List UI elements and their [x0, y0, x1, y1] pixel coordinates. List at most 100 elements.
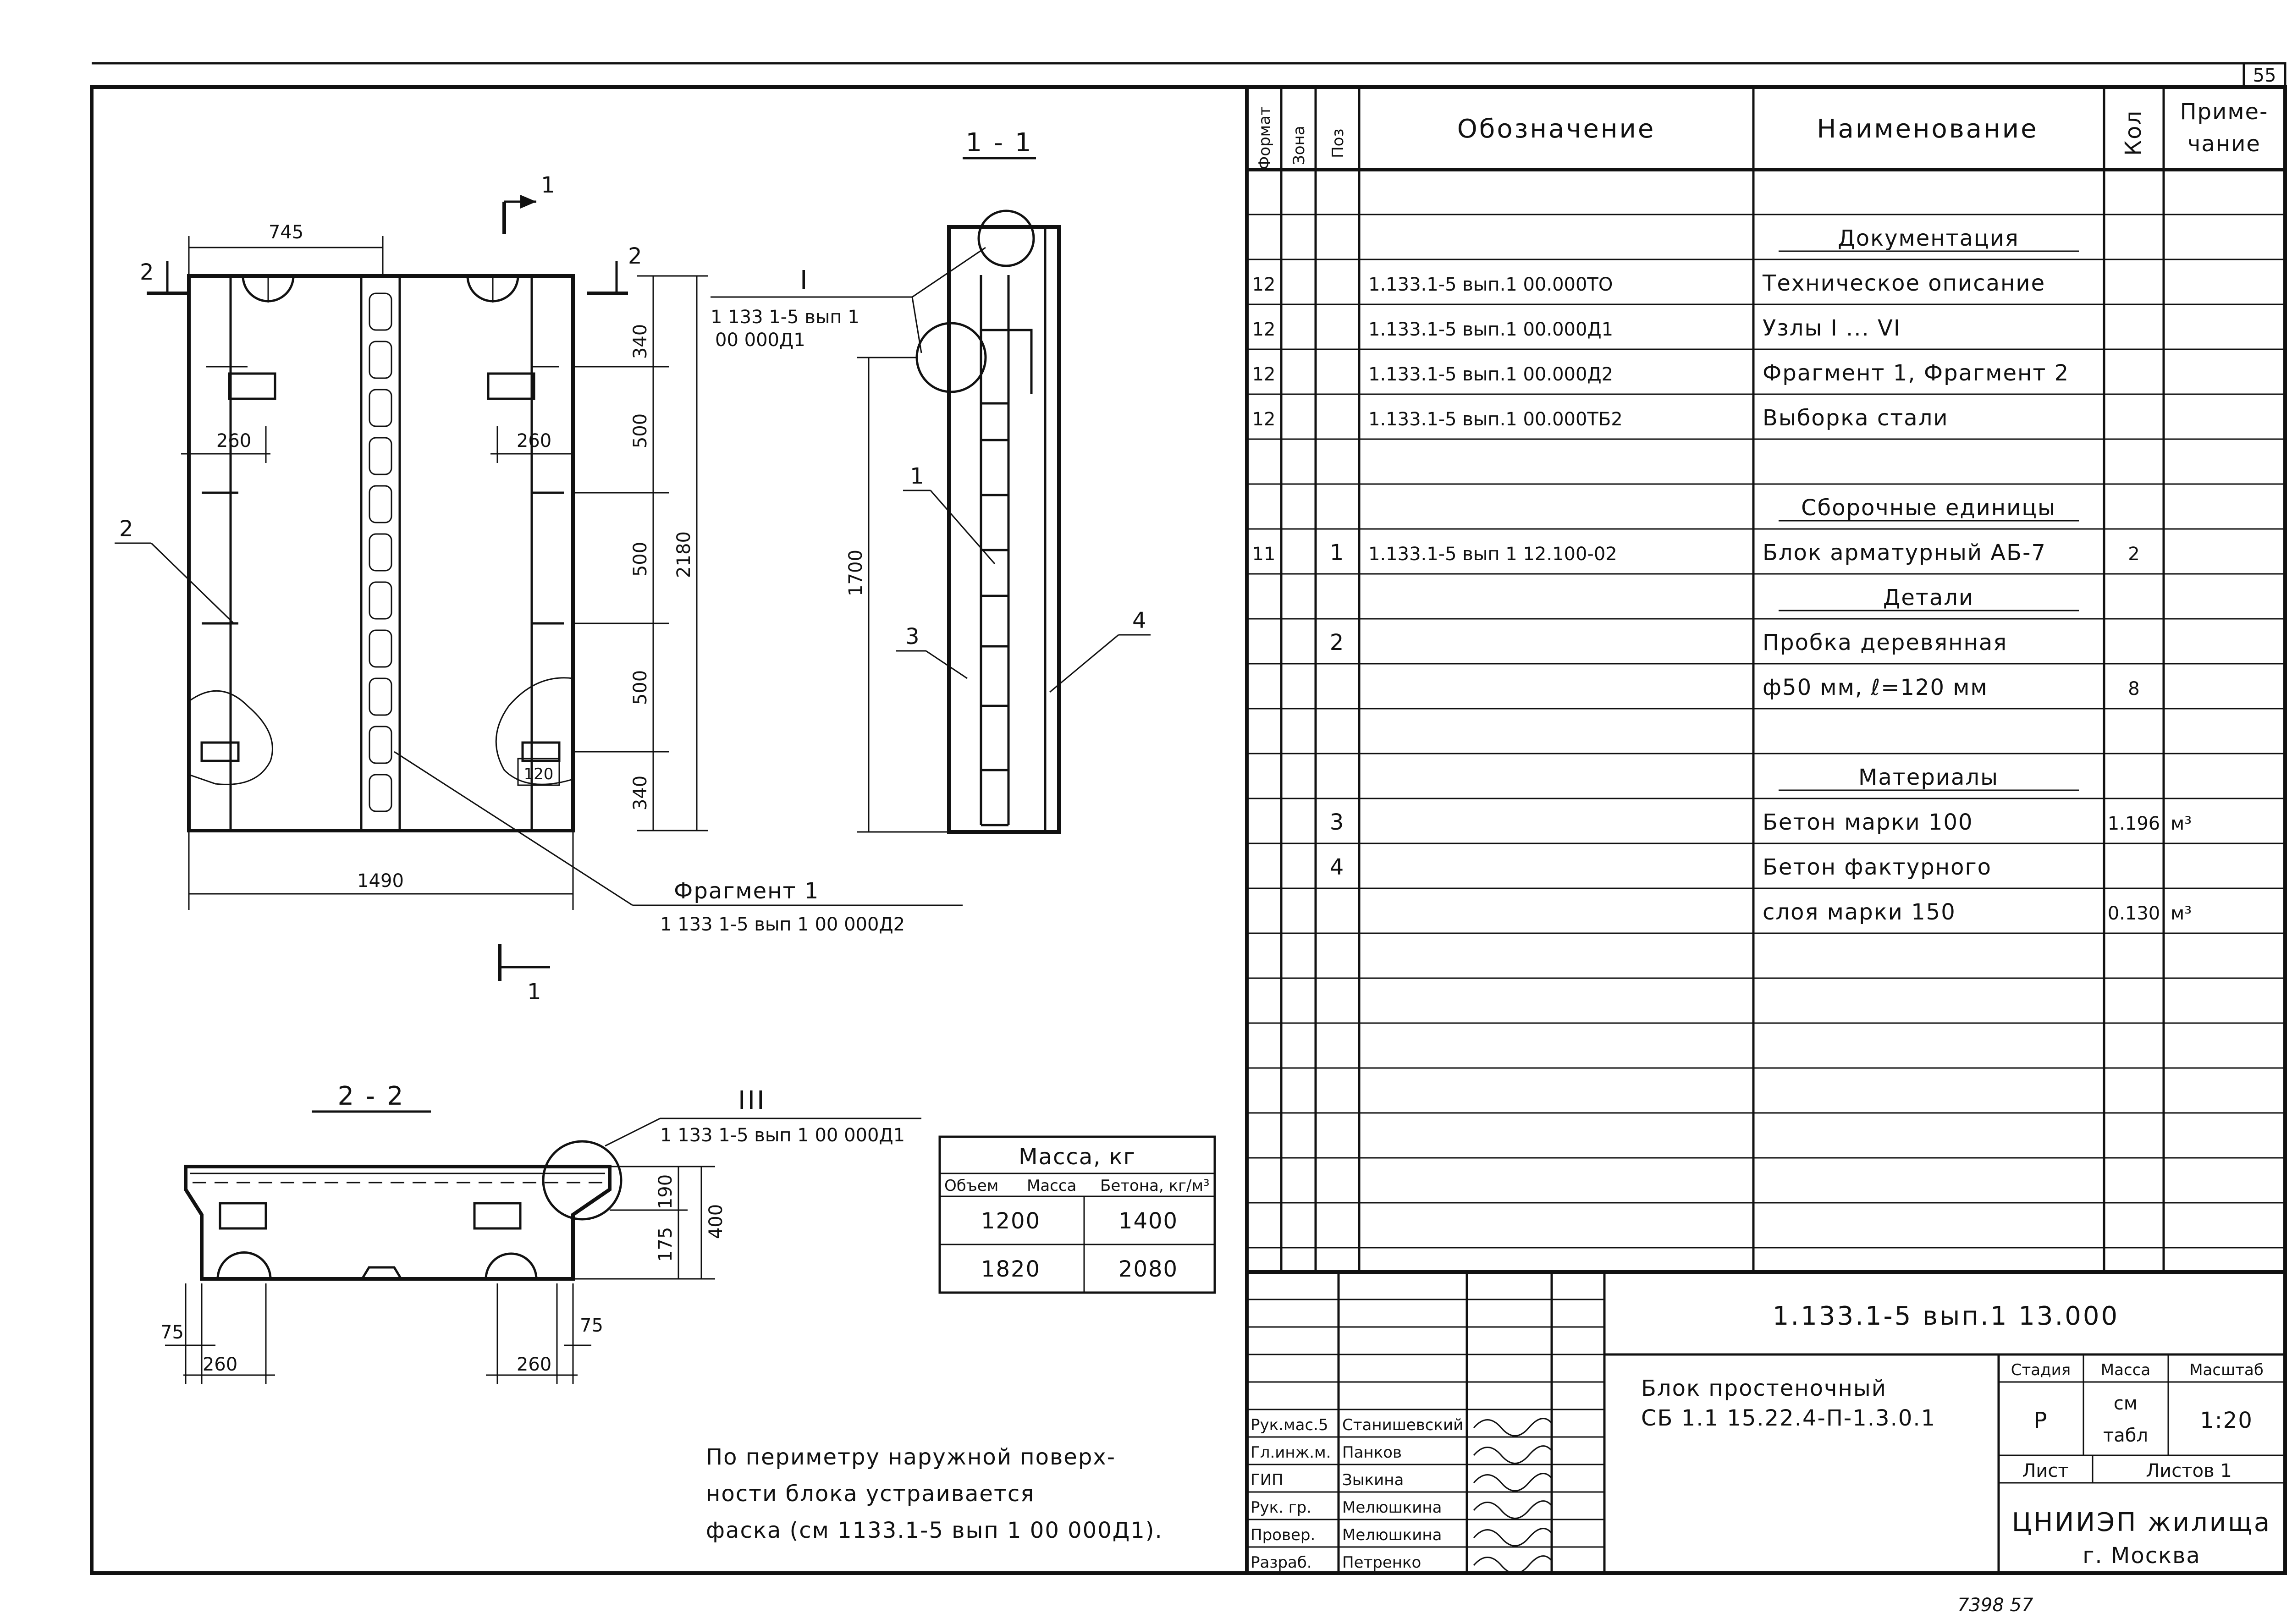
pos-2-label: 2 — [119, 516, 134, 542]
mass-r1-c1: 1200 — [981, 1208, 1041, 1234]
title-person-name: Станишевский — [1342, 1416, 1463, 1434]
spec-cell-designation: 1.133.1-5 вып 1 12.100-02 — [1368, 544, 1617, 565]
mass-value-2: табл — [2103, 1425, 2148, 1446]
spec-header-format: Формат — [1256, 106, 1274, 170]
spec-header-zone: Зона — [1290, 126, 1308, 165]
section-mark-2-left: 2 — [140, 259, 155, 285]
dim-340-top: 340 — [630, 324, 651, 359]
sheets-label: Листов 1 — [2146, 1460, 2232, 1481]
pos-4-label: 4 — [1132, 608, 1147, 633]
bottom-note: 7398 57 — [1957, 1595, 2033, 1616]
title-person-role: ГИП — [1251, 1471, 1284, 1489]
title-person-role: Рук.мас.5 — [1251, 1416, 1328, 1434]
title-person-role: Разраб. — [1251, 1553, 1312, 1572]
dim-260-right: 260 — [517, 430, 551, 451]
sheet-frame: 55 7398 57 — [90, 62, 2287, 1616]
title-person-name: Мелюшкина — [1342, 1526, 1442, 1544]
org-name: ЦНИИЭП жилища — [2012, 1508, 2271, 1537]
section-1-1-title: 1 - 1 — [965, 128, 1033, 158]
section-mark-1-top: 1 — [541, 172, 556, 198]
chamfer-note: По периметру наружной поверх- ности блок… — [706, 1444, 1163, 1543]
title-person-role: Рук. гр. — [1251, 1498, 1311, 1517]
block-elevation: 745 1490 340 500 500 500 340 2180 260 26… — [115, 172, 963, 1005]
spec-header-designation: Обозначение — [1457, 114, 1656, 144]
dim-260-plan-right: 260 — [517, 1354, 551, 1375]
node-I-label: I — [800, 265, 810, 295]
spec-cell-name: Пробка деревянная — [1763, 630, 2007, 655]
title-person-name: Мелюшкина — [1342, 1498, 1442, 1517]
title-person-role: Гл.инж.м. — [1251, 1443, 1331, 1462]
mass-value-1: см — [2114, 1393, 2138, 1414]
mass-col-volume: Объем — [944, 1177, 998, 1195]
spec-cell-qty: 8 — [2128, 678, 2139, 699]
signature-mark — [1473, 1418, 1553, 1437]
mass-label: Масса — [2101, 1361, 2150, 1379]
spec-cell-note: м³ — [2171, 813, 2192, 834]
fragment-label: Фрагмент 1 — [674, 878, 819, 904]
spec-cell-name: Узлы I ... VI — [1763, 315, 1901, 341]
chamfer-note-line-1: По периметру наружной поверх- — [706, 1444, 1116, 1470]
pos-1-label: 1 — [910, 463, 925, 489]
dim-500-c: 500 — [630, 670, 651, 705]
spec-cell-designation: 1.133.1-5 вып.1 00.000ТО — [1368, 274, 1613, 295]
signature-mark — [1473, 1528, 1553, 1547]
dim-175: 175 — [655, 1227, 676, 1262]
org-city: г. Москва — [2083, 1543, 2201, 1569]
spec-cell-name: Техническое описание — [1762, 270, 2045, 296]
sheet-label: Лист — [2022, 1460, 2068, 1481]
section-mark-2-right: 2 — [628, 243, 643, 269]
spec-cell-name: Фрагмент 1, Фрагмент 2 — [1763, 360, 2069, 386]
mass-r2-c1: 1820 — [981, 1256, 1041, 1282]
dim-340-bot: 340 — [630, 776, 651, 810]
dim-745: 745 — [269, 222, 303, 243]
dim-260-left: 260 — [216, 430, 251, 451]
dim-75-left: 75 — [160, 1322, 184, 1343]
spec-cell-pos: 1 — [1330, 540, 1345, 566]
spec-cell-heading: Документация — [1838, 226, 2019, 251]
scale-value: 1:20 — [2200, 1408, 2253, 1433]
spec-cell-name: ф50 мм, ℓ=120 мм — [1763, 675, 1988, 700]
mass-table-title: Масса, кг — [1019, 1144, 1136, 1170]
spec-rows: Документация 12 1.133.1-5 вып.1 00.000ТО Те… — [1247, 214, 2285, 1249]
spec-cell-format: 12 — [1252, 274, 1276, 295]
title-person-role: Провер. — [1251, 1526, 1315, 1544]
spec-header-note-1: Приме- — [2180, 99, 2269, 125]
signature-mark — [1473, 1445, 1553, 1464]
spec-cell-format: 11 — [1252, 544, 1276, 565]
title-person-name: Петренко — [1342, 1553, 1421, 1572]
scale-label: Масштаб — [2189, 1361, 2264, 1379]
spec-cell-qty: 1.196 — [2108, 813, 2160, 834]
title-code: 1.133.1-5 вып.1 13.000 — [1773, 1301, 2119, 1331]
node-I-ref-2: 00 000Д1 — [715, 330, 805, 351]
chamfer-note-line-2: ности блока устраивается — [706, 1481, 1035, 1507]
dim-2180: 2180 — [673, 531, 694, 578]
spec-header-name: Наименование — [1817, 114, 2038, 144]
spec-cell-heading: Детали — [1883, 585, 1974, 611]
section-1-1: 1 - 1 1700 I 1 133 1-5 вып 1 00 000Д1 1 — [711, 128, 1151, 834]
spec-header-note-2: чание — [2187, 131, 2261, 157]
spec-cell-note: м³ — [2171, 903, 2192, 924]
section-2-2: 2 - 2 190 175 400 75 260 75 260 I — [160, 1081, 921, 1384]
dim-1490: 1490 — [357, 870, 404, 892]
spec-cell-format: 12 — [1252, 409, 1276, 430]
spec-cell-pos: 3 — [1330, 809, 1345, 835]
sheet-number: 55 — [2253, 65, 2276, 86]
stage-label: Стадия — [2011, 1361, 2071, 1379]
pos-3-label: 3 — [905, 624, 920, 650]
spec-header-pos: Поз — [1329, 129, 1347, 158]
title-line-1: Блок простеночный — [1641, 1376, 1887, 1401]
spec-cell-designation: 1.133.1-5 вып.1 00.000Д1 — [1368, 319, 1613, 340]
spec-cell-name: Бетон фактурного — [1763, 854, 1992, 880]
spec-cell-qty: 0.130 — [2108, 903, 2160, 924]
chamfer-note-line-3: фаска (см 1133.1-5 вып 1 00 000Д1). — [706, 1518, 1163, 1543]
spec-cell-name: Выборка стали — [1763, 405, 1949, 431]
title-person-name: Панков — [1342, 1443, 1402, 1462]
dim-260-plan-left: 260 — [203, 1354, 237, 1375]
title-person-name: Зыкина — [1342, 1471, 1404, 1489]
section-2-2-title: 2 - 2 — [337, 1081, 405, 1111]
node-I-ref-1: 1 133 1-5 вып 1 — [711, 307, 860, 328]
mass-table: Масса, кг Объем Масса Бетона, кг/м³ 1200… — [938, 1135, 1216, 1294]
mass-col-concrete: Бетона, кг/м³ — [1100, 1177, 1210, 1195]
node-III-ref: 1 133 1-5 вып 1 00 000Д1 — [660, 1125, 905, 1146]
